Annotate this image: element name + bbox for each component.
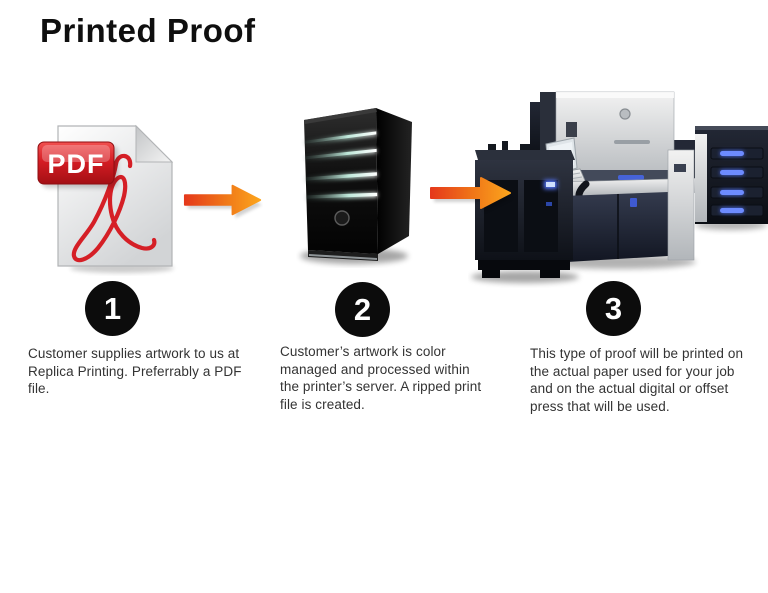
server-side-panel: [376, 108, 412, 254]
press-right-column-slot: [674, 164, 686, 172]
acrobat-swoosh-icon: [71, 153, 157, 263]
press-drawers: [710, 147, 764, 217]
step-1-caption: Customer supplies artwork to us at Repli…: [28, 346, 242, 396]
server-front-panel: [304, 108, 378, 254]
step-2-number: 2: [353, 291, 372, 327]
press-display-screen-core: [546, 182, 555, 187]
pdf-badge-label: PDF: [48, 149, 105, 179]
step-2-number-badge: 2: [335, 282, 390, 337]
hp-logo-icon: [334, 210, 350, 226]
server-base-trim: [309, 254, 377, 260]
digital-press-graphic: [471, 91, 768, 283]
server-top-edge: [304, 108, 377, 124]
press-band-label: [618, 175, 644, 180]
server-drive-bay-lights: [304, 131, 378, 200]
press-body-logo: [630, 198, 637, 207]
server-tower-icon: [296, 104, 420, 268]
press-main-body: [565, 192, 668, 262]
pdf-badge-gloss: [42, 145, 110, 162]
pdf-page-fold: [135, 124, 174, 163]
press-drawer-unit: [695, 126, 768, 224]
server-tower-graphic: [300, 108, 412, 264]
press-top-unit-slot: [566, 122, 577, 137]
press-model-label: [614, 140, 650, 144]
digital-press-icon: [468, 84, 768, 288]
step-3-caption: This type of proof will be printed on th…: [530, 346, 744, 414]
pdf-badge: [37, 141, 115, 185]
step-2-caption: Customer’s artwork is color managed and …: [280, 344, 482, 412]
pdf-file-icon-graphic: PDF: [37, 124, 174, 273]
step-1-number: 1: [103, 290, 122, 326]
page-title: Printed Proof: [40, 12, 256, 49]
flow-arrow-1: [183, 178, 263, 222]
pdf-file-icon: PDF: [36, 120, 178, 276]
press-top-unit-highlight: [556, 92, 674, 98]
flow-arrow-2: [428, 170, 514, 216]
right-arrow-icon: [430, 177, 512, 212]
step-3-number-badge: 3: [586, 281, 641, 336]
right-arrow-icon: [183, 184, 263, 219]
hp-logo-icon: [619, 108, 631, 120]
press-left-cabinet: [475, 141, 575, 278]
step-1-number-badge: 1: [85, 281, 140, 336]
step-3-number: 3: [604, 290, 623, 326]
press-indicator-light: [546, 202, 552, 206]
